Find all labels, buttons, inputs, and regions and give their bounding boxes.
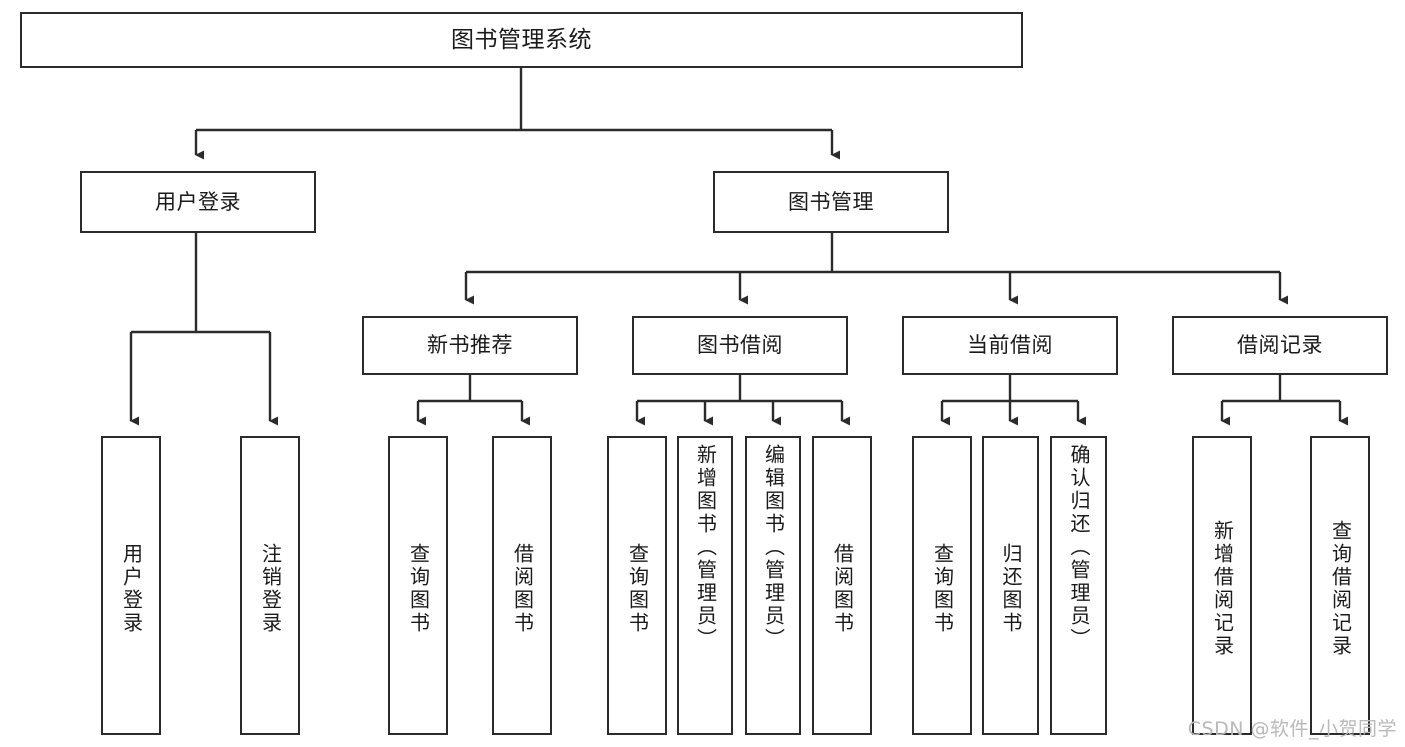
node-borrow-record-label: 借阅记录 [1237, 333, 1323, 358]
node-leaf-return-book-label: 归还图书 [999, 542, 1023, 635]
node-leaf-confirm-return[interactable]: 确认归还（管理员） [1050, 436, 1107, 735]
node-leaf-user-login-label: 用户登录 [119, 542, 144, 635]
node-new-book-recommend-label: 新书推荐 [427, 333, 513, 358]
node-user-login[interactable]: 用户登录 [80, 171, 316, 233]
node-borrow-record[interactable]: 借阅记录 [1172, 316, 1388, 375]
watermark-text: CSDN @软件_小贺同学 [1187, 718, 1397, 740]
node-leaf-logout[interactable]: 注销登录 [240, 436, 300, 735]
node-leaf-query-book-1[interactable]: 查询图书 [388, 436, 448, 735]
node-book-borrow-label: 图书借阅 [697, 333, 783, 358]
node-leaf-query-book-2[interactable]: 查询图书 [607, 436, 667, 735]
node-root[interactable]: 图书管理系统 [20, 12, 1023, 68]
node-leaf-borrow-book-2-label: 借阅图书 [830, 542, 855, 635]
node-leaf-borrow-book-2[interactable]: 借阅图书 [812, 436, 872, 735]
node-book-manage[interactable]: 图书管理 [713, 171, 949, 233]
node-leaf-add-book[interactable]: 新增图书（管理员） [677, 436, 733, 735]
node-leaf-add-record[interactable]: 新增借阅记录 [1192, 436, 1252, 735]
node-leaf-query-book-1-label: 查询图书 [406, 542, 431, 635]
node-leaf-query-record-label: 查询借阅记录 [1328, 519, 1353, 658]
node-leaf-add-record-label: 新增借阅记录 [1210, 519, 1235, 658]
node-leaf-edit-book-label: 编辑图书（管理员） [761, 444, 786, 651]
node-leaf-edit-book[interactable]: 编辑图书（管理员） [745, 436, 801, 735]
node-leaf-borrow-book-1[interactable]: 借阅图书 [492, 436, 552, 735]
node-leaf-confirm-return-label: 确认归还（管理员） [1067, 444, 1091, 651]
node-new-book-recommend[interactable]: 新书推荐 [362, 316, 578, 375]
node-leaf-return-book[interactable]: 归还图书 [982, 436, 1039, 735]
node-leaf-query-book-3[interactable]: 查询图书 [912, 436, 972, 735]
node-book-manage-label: 图书管理 [788, 189, 874, 214]
node-leaf-add-book-label: 新增图书（管理员） [693, 444, 718, 651]
node-leaf-query-book-3-label: 查询图书 [930, 542, 955, 635]
node-root-label: 图书管理系统 [451, 26, 592, 53]
node-leaf-query-record[interactable]: 查询借阅记录 [1310, 436, 1370, 735]
node-leaf-borrow-book-1-label: 借阅图书 [510, 542, 535, 635]
node-leaf-query-book-2-label: 查询图书 [625, 542, 650, 635]
node-leaf-user-login[interactable]: 用户登录 [101, 436, 161, 735]
node-user-login-label: 用户登录 [155, 189, 241, 214]
node-leaf-logout-label: 注销登录 [258, 542, 283, 635]
node-current-borrow-label: 当前借阅 [967, 333, 1053, 358]
node-book-borrow[interactable]: 图书借阅 [632, 316, 848, 375]
node-current-borrow[interactable]: 当前借阅 [902, 316, 1118, 375]
